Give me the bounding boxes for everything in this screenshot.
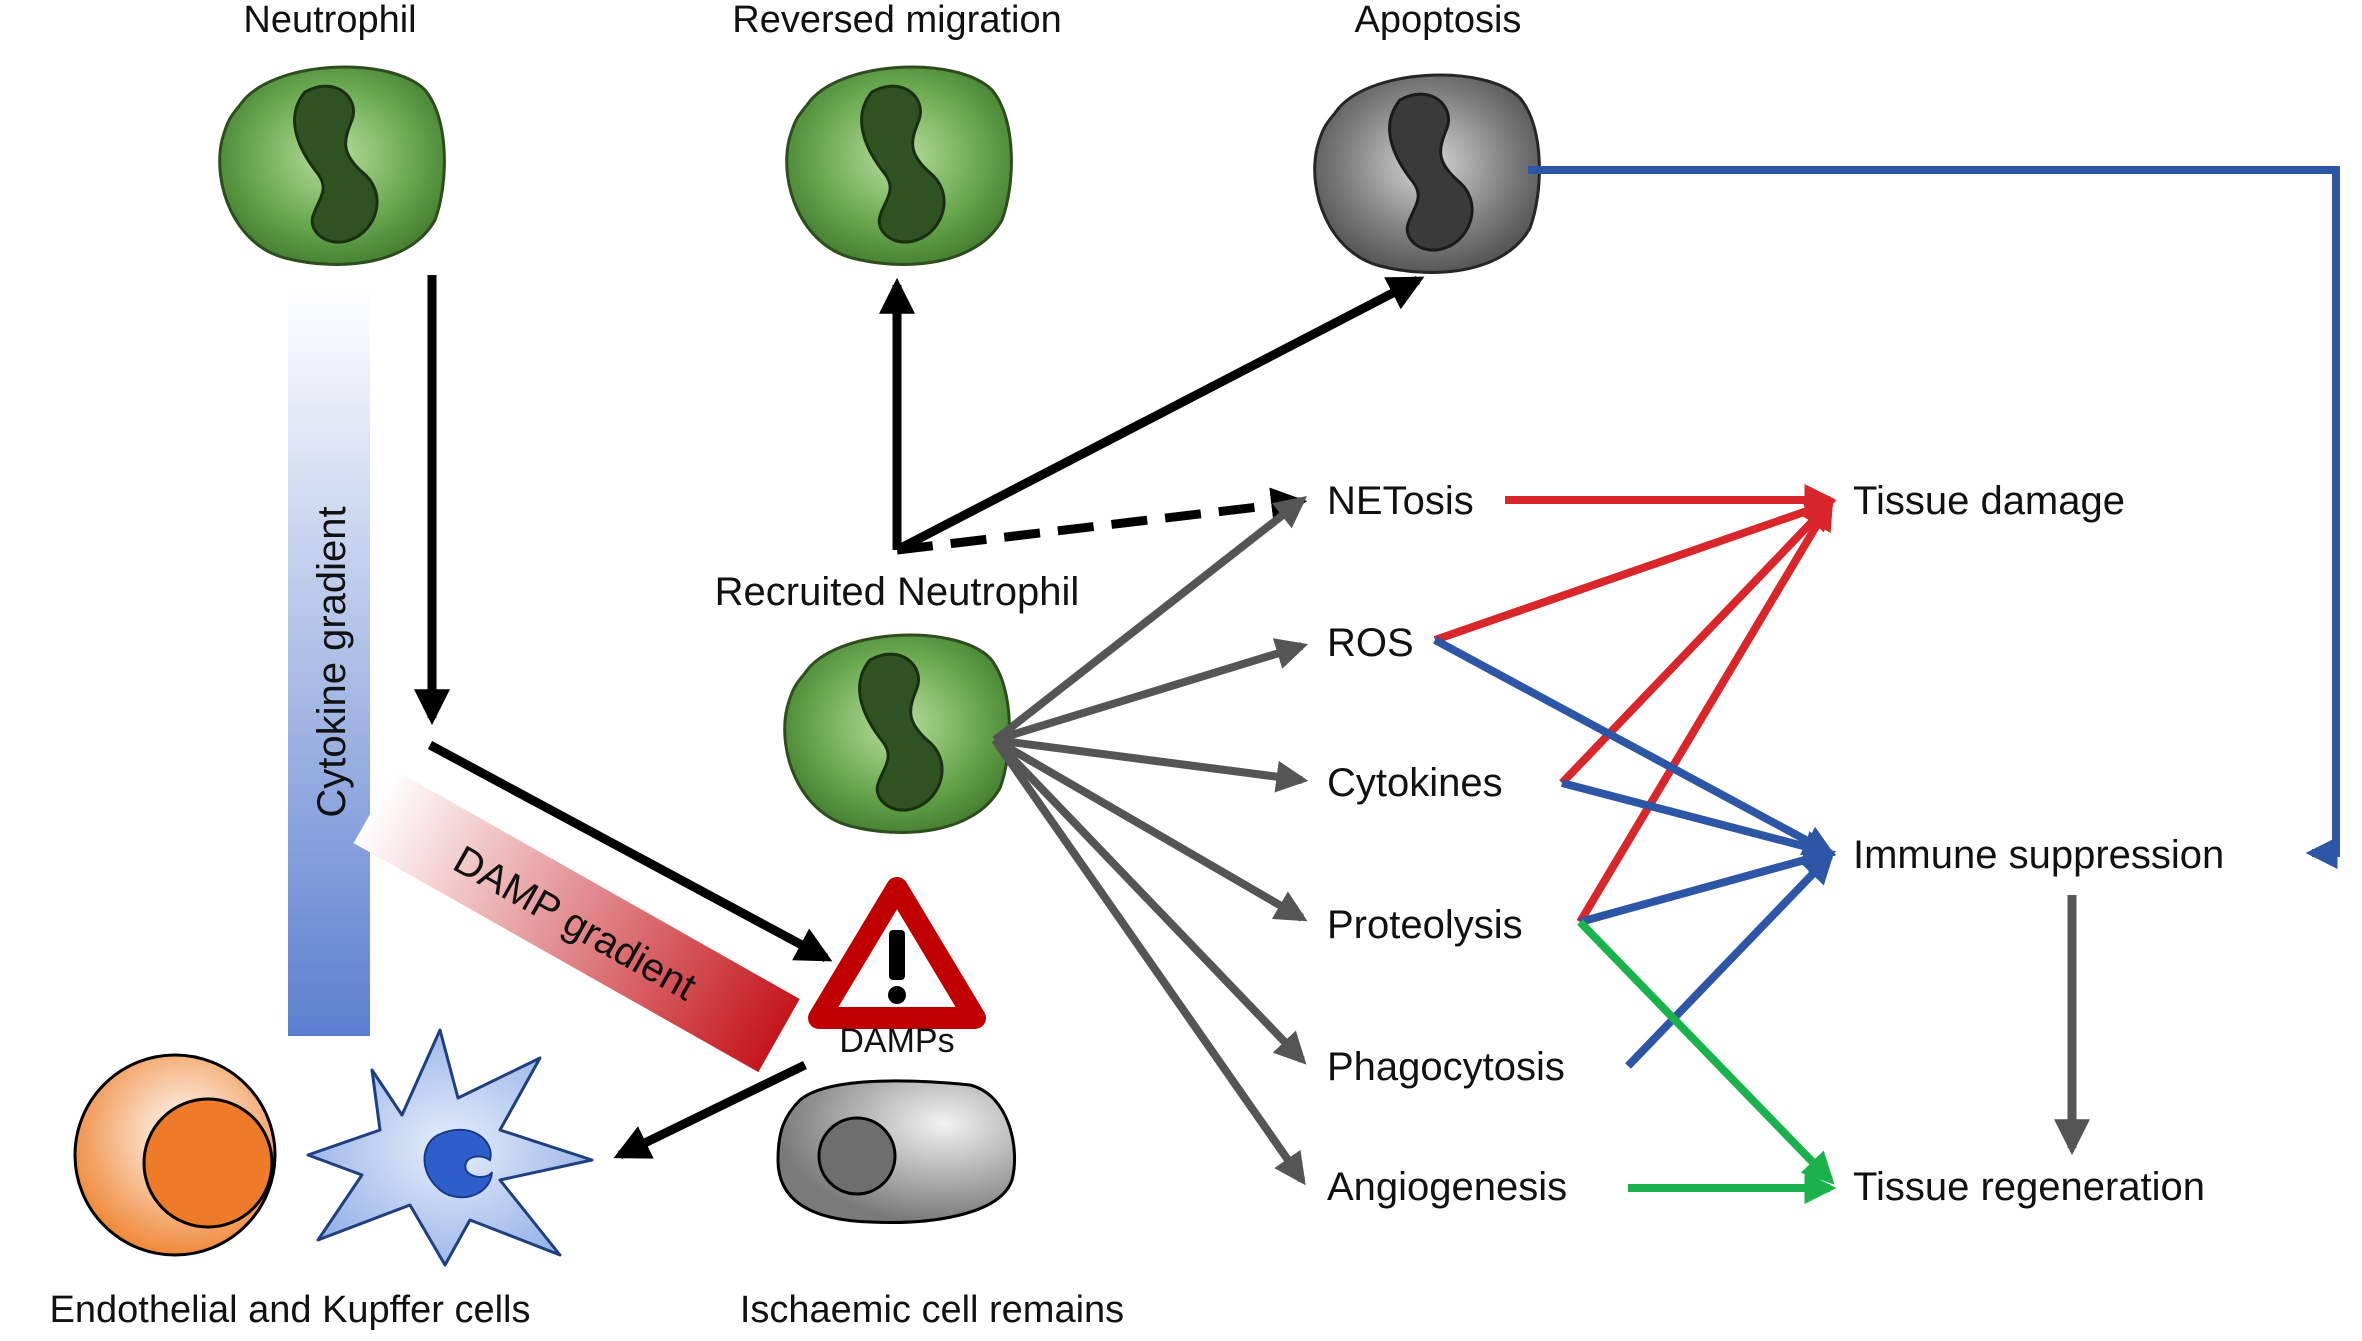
- cytokines-to-suppression: [1560, 779, 1837, 863]
- ros-to-damage: [1433, 496, 1837, 644]
- ischaemic-remains-label: Ischaemic cell remains: [740, 1289, 1124, 1331]
- effect-cytokines: Cytokines: [1327, 761, 1503, 805]
- apoptotic-cell-icon: [1313, 73, 1541, 274]
- damps-warning-icon: [808, 877, 986, 1029]
- arrow-to-proteolysis: [992, 736, 1308, 922]
- neutrophil-label: Neutrophil: [243, 0, 416, 41]
- effect-proteolysis: Proteolysis: [1327, 903, 1523, 947]
- effector-arrows: [991, 496, 1309, 1186]
- proteolysis-to-damage: [1576, 497, 1834, 925]
- to-apoptosis-arrow: [894, 276, 1425, 554]
- arrow-to-ros: [993, 638, 1309, 744]
- endothelial-cell-icon: [73, 1053, 277, 1257]
- recruited-neutrophil-cell-icon: [783, 633, 1011, 834]
- effect-phagocytosis: Phagocytosis: [1327, 1045, 1565, 1089]
- proteolysis-to-suppression: [1578, 844, 1837, 926]
- cytokine-gradient-label: Cytokine gradient: [310, 506, 354, 817]
- tissue-regeneration-arrows: [1577, 919, 1837, 1204]
- recruited-neutrophil-label: Recruited Neutrophil: [715, 570, 1080, 614]
- phagocytosis-to-suppression: [1625, 851, 1835, 1069]
- damp-gradient-bar: DAMP gradient: [353, 770, 800, 1073]
- apoptosis-to-suppression: [1528, 166, 2340, 869]
- ros-to-suppression: [1433, 636, 1836, 857]
- kupffer-cell-icon: [306, 1028, 594, 1267]
- cytokine-gradient-bar: [288, 288, 370, 1036]
- to-netosis-dashed-arrow: [896, 487, 1308, 555]
- reversed-migration-cell-icon: [785, 65, 1013, 266]
- immune-suppression-arrows: [1433, 166, 2340, 1069]
- effect-angiogenesis: Angiogenesis: [1327, 1165, 1567, 1209]
- outcome-tissue-damage: Tissue damage: [1853, 479, 2125, 523]
- arrow-to-phagocytosis: [992, 737, 1307, 1065]
- arrow-to-cytokines: [994, 736, 1309, 793]
- apoptosis-label: Apoptosis: [1355, 0, 1522, 41]
- tissue-damage-arrows: [1433, 484, 1837, 925]
- neutrophil-cell-icon: [218, 65, 446, 266]
- arrow-to-netosis: [992, 496, 1308, 744]
- ischaemic-cell-icon: [776, 1079, 1016, 1224]
- effect-ros: ROS: [1327, 621, 1414, 665]
- reversed-migration-label: Reversed migration: [732, 0, 1061, 41]
- damps-to-endothelial-arrow: [613, 1060, 807, 1160]
- neutrophil-to-damps-arrow: [427, 741, 833, 962]
- cytokines-to-damage: [1559, 498, 1835, 786]
- damps-label: DAMPs: [839, 1022, 954, 1060]
- arrow-to-angiogenesis: [991, 737, 1306, 1186]
- outcome-immune-suppression: Immune suppression: [1853, 833, 2224, 877]
- endothelial-kupffer-label: Endothelial and Kupffer cells: [50, 1289, 531, 1331]
- outcome-tissue-regeneration: Tissue regeneration: [1853, 1165, 2205, 1209]
- effect-netosis: NETosis: [1327, 479, 1474, 523]
- proteolysis-to-regeneration: [1577, 919, 1835, 1185]
